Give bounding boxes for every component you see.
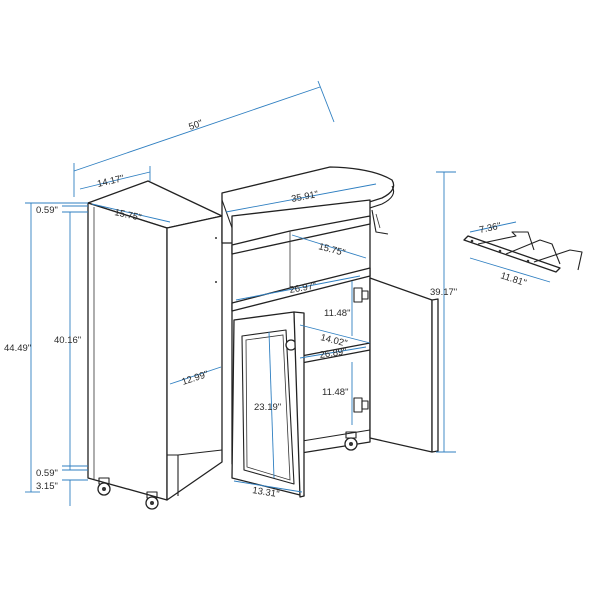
label-door-height: 23.19" bbox=[254, 402, 281, 413]
label-tower-depth-top: 14.17" bbox=[96, 173, 125, 190]
label-top-shelf-gap: 11.48" bbox=[324, 308, 350, 319]
tower-front bbox=[87, 202, 168, 501]
dimension-lines bbox=[25, 80, 551, 506]
label-total-height: 44.49" bbox=[4, 343, 31, 354]
label-overall-width: 50" bbox=[187, 118, 204, 133]
label-bottom-shelf-gap: 11.48" bbox=[322, 387, 348, 398]
caster-cabinet bbox=[344, 431, 358, 451]
left-door-front bbox=[231, 311, 305, 498]
tower-side bbox=[166, 215, 223, 501]
label-shelf-width: 26.97" bbox=[289, 280, 318, 296]
hinge-bottom bbox=[353, 397, 369, 413]
hinge-top bbox=[353, 287, 369, 303]
open-shelf bbox=[231, 267, 371, 312]
label-top-panel-thickness: 0.59" bbox=[36, 205, 58, 216]
label-right-height: 39.17" bbox=[430, 287, 457, 298]
tower-cabinet bbox=[87, 180, 223, 510]
right-door-open bbox=[369, 277, 439, 453]
label-hanger-outer: 11.81" bbox=[499, 270, 528, 289]
label-hanger-inner: 7.36" bbox=[478, 221, 502, 236]
label-bottom-panel-thickness: 0.59" bbox=[36, 468, 58, 479]
label-inner-width: 26.89" bbox=[319, 346, 347, 361]
caster-left bbox=[97, 477, 111, 496]
caster-right bbox=[145, 491, 159, 510]
label-board-length: 35.91" bbox=[290, 189, 319, 205]
label-tower-inner-height: 40.16" bbox=[54, 335, 81, 346]
label-door-width: 13.31" bbox=[252, 485, 281, 500]
label-caster-height: 3.15" bbox=[36, 481, 58, 492]
hanger-accessory bbox=[463, 231, 583, 273]
